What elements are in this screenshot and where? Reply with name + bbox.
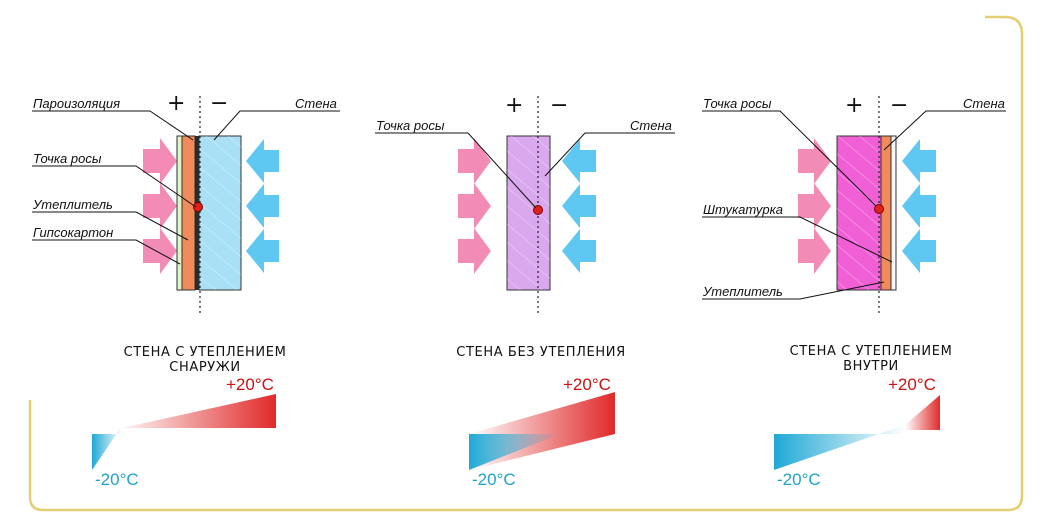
label-dew-point: Точка росы — [33, 151, 102, 166]
temp-cold-label: -20°C — [95, 470, 139, 489]
temp-warm-label: +20°C — [563, 375, 611, 394]
drywall-layer — [176, 135, 183, 291]
minus-sign: − — [890, 93, 908, 118]
temperature-profile: +20°C -20°C — [774, 375, 940, 489]
temperature-profile: +20°C -20°C — [469, 375, 615, 489]
insulation-layer — [880, 135, 892, 291]
dew-point-marker — [874, 204, 884, 214]
warm-arrow-icon — [458, 183, 491, 229]
cold-arrow-icon — [562, 229, 596, 273]
cold-air-arrows — [246, 139, 279, 273]
cold-arrow-icon — [562, 139, 596, 183]
plus-sign: + — [845, 93, 863, 118]
decorative-frame — [28, 15, 1024, 512]
plus-sign: + — [505, 93, 523, 118]
label-drywall: Гипсокартон — [33, 225, 113, 240]
caption-line-1: СТЕНА С УТЕПЛЕНИЕМ — [790, 344, 953, 359]
warm-arrow-icon — [798, 228, 831, 274]
panel-inside-insulation: + − Точка росы Стена Штукатурка Утеплите… — [702, 93, 1006, 489]
label-plaster: Штукатурка — [703, 202, 783, 217]
insulation-layer — [181, 135, 196, 291]
temp-cold-label: -20°C — [777, 470, 821, 489]
caption-line-1: СТЕНА С УТЕПЛЕНИЕМ — [124, 345, 287, 360]
caption-line-2: ВНУТРИ — [843, 359, 899, 374]
caption-line-1: СТЕНА БЕЗ УТЕПЛЕНИЯ — [456, 345, 625, 360]
label-wall: Стена — [963, 96, 1005, 111]
temp-warm-label: +20°C — [888, 375, 936, 394]
label-insulation: Утеплитель — [702, 284, 783, 299]
cold-arrow-icon — [246, 139, 279, 183]
panel-outside-insulation: + − Пароизоляция Точка росы Утеплитель Г… — [32, 91, 340, 489]
label-wall: Стена — [295, 96, 337, 111]
minus-sign: − — [550, 93, 568, 118]
label-dew-point: Точка росы — [703, 96, 772, 111]
cold-arrow-icon — [246, 184, 279, 228]
caption-line-2: СНАРУЖИ — [169, 360, 240, 375]
label-vapor-barrier: Пароизоляция — [33, 96, 120, 111]
temp-cold-label: -20°C — [472, 470, 516, 489]
warm-air-arrows — [143, 138, 177, 274]
cold-arrow-icon — [902, 139, 936, 183]
warm-air-arrows — [458, 138, 491, 274]
warm-arrow-icon — [143, 228, 177, 274]
cold-air-arrows — [562, 139, 596, 273]
panel-no-insulation: + − Точка росы Стена СТЕНА БЕЗ УТЕПЛЕНИЯ… — [375, 93, 675, 489]
plus-sign: + — [167, 91, 185, 116]
cold-arrow-icon — [246, 229, 279, 273]
temperature-profile: +20°C -20°C — [92, 375, 276, 489]
warm-arrow-icon — [798, 183, 831, 229]
warm-arrow-icon — [143, 138, 177, 184]
warm-arrow-icon — [458, 138, 491, 184]
label-insulation: Утеплитель — [32, 197, 113, 212]
plaster-layer — [890, 135, 897, 291]
cold-air-arrows — [902, 139, 936, 273]
label-dew-point: Точка росы — [376, 118, 445, 133]
cold-arrow-icon — [562, 184, 596, 228]
dew-point-marker — [193, 202, 203, 212]
warm-arrow-icon — [458, 228, 491, 274]
warm-arrow-icon — [798, 138, 831, 184]
vapor-barrier-layer — [195, 136, 199, 290]
cold-arrow-icon — [902, 184, 936, 228]
warm-arrow-icon — [143, 183, 177, 229]
cold-arrow-icon — [902, 229, 936, 273]
warm-air-arrows — [798, 138, 831, 274]
minus-sign: − — [210, 91, 228, 116]
temp-warm-label: +20°C — [226, 375, 274, 394]
label-wall: Стена — [630, 118, 672, 133]
